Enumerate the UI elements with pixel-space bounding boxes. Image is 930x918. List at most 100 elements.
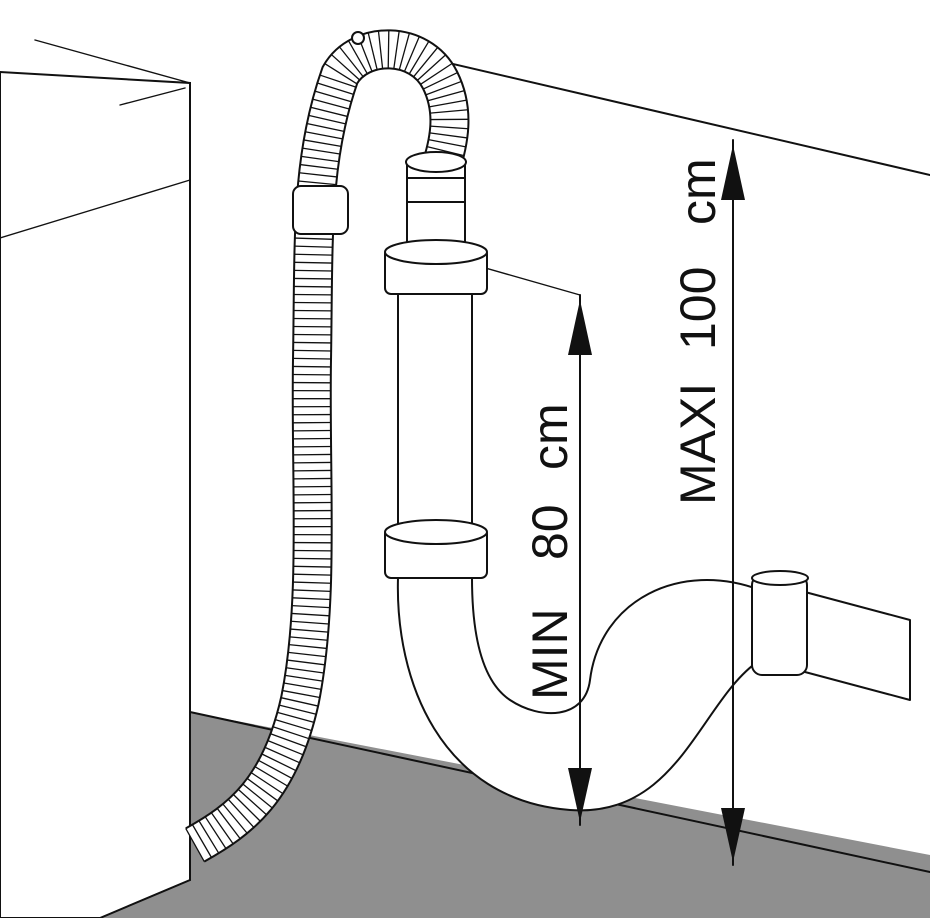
hose-rib	[283, 682, 322, 690]
hose-rib	[429, 132, 468, 139]
hose-rib	[294, 269, 333, 272]
standpipe	[384, 151, 911, 812]
hose-rib	[290, 620, 329, 625]
hose-rib	[293, 573, 332, 576]
hose-rib	[216, 808, 241, 840]
hose-rib	[227, 798, 255, 828]
hose-rib	[330, 54, 361, 81]
hose-rib	[427, 90, 465, 102]
hose-rib	[242, 783, 273, 809]
hose-rib	[347, 40, 368, 75]
hose-rib	[292, 589, 331, 593]
hose-rib	[302, 147, 341, 155]
hose-rib	[293, 557, 332, 560]
hose-rib	[289, 636, 328, 641]
hose-rib	[301, 155, 339, 163]
hose-rib	[261, 753, 297, 772]
hose-rib	[317, 82, 354, 96]
max-value: 100	[670, 267, 726, 350]
hose-rib	[210, 812, 234, 845]
hose-rib	[284, 674, 323, 682]
hose-rib	[367, 32, 378, 70]
hose-rib	[254, 766, 289, 787]
hose-rib	[430, 109, 469, 114]
hose-rib	[377, 30, 384, 69]
hose-rib	[403, 36, 420, 72]
min-height-dimension	[568, 294, 592, 826]
hose-rib	[270, 733, 307, 748]
hose-rib	[198, 820, 220, 854]
min-value: 80	[522, 504, 578, 560]
hose-rib	[299, 172, 337, 178]
hose-rib	[291, 612, 330, 617]
hose-rib	[292, 581, 331, 584]
min-unit: cm	[522, 403, 578, 470]
hose-rib	[290, 628, 329, 633]
hose-rib	[298, 180, 337, 186]
hose-rib	[258, 759, 293, 780]
hose-rib	[310, 106, 348, 118]
hose-rib	[319, 74, 357, 88]
hose-rib	[264, 746, 301, 764]
hose-rib	[413, 47, 439, 78]
hose-rib	[286, 667, 324, 674]
hose-rib	[293, 565, 332, 568]
washing-machine	[0, 39, 191, 918]
hose-rib	[191, 824, 213, 858]
hose-rib	[398, 32, 411, 70]
hose-rib	[306, 122, 345, 132]
hose-rib	[408, 40, 430, 75]
hose-rib	[324, 63, 358, 85]
hose-rib	[293, 349, 332, 352]
hose-rib	[422, 71, 458, 90]
hose-rib	[312, 98, 350, 110]
max-label: MAXI	[670, 383, 726, 505]
hose-rib	[429, 99, 467, 108]
hose-rib	[294, 237, 333, 240]
min-label: MIN	[522, 608, 578, 700]
hose-rib	[185, 828, 205, 862]
hose-rib	[246, 777, 279, 802]
drain-hose	[185, 29, 470, 863]
hose-rib	[291, 604, 330, 609]
hose-rib	[275, 718, 312, 732]
hose-rib	[314, 90, 352, 103]
hose-rib	[420, 62, 453, 85]
hose-rib	[250, 772, 284, 795]
hose-rib	[305, 131, 343, 140]
hose-rib	[430, 125, 469, 130]
hose-rib	[288, 651, 326, 658]
max-unit: cm	[670, 158, 726, 225]
hose-rib	[294, 261, 333, 264]
hose-rib	[293, 277, 332, 280]
hose-rib	[303, 139, 342, 148]
hose-rib	[279, 704, 317, 715]
hose-rib	[428, 139, 466, 148]
hose-rib	[277, 711, 315, 724]
hose-rib	[387, 30, 390, 69]
hose-rib	[204, 816, 227, 850]
hose-rib	[293, 357, 332, 360]
max-height-dimension	[721, 139, 745, 866]
hose-rib	[288, 643, 327, 650]
hose-rib	[393, 31, 400, 69]
hose-clip	[292, 185, 349, 235]
hose-rib	[300, 163, 338, 170]
hose-rib	[416, 54, 447, 81]
hose-rib	[425, 80, 462, 96]
hose-rib	[222, 803, 248, 834]
hose-rib	[294, 245, 333, 248]
hose-rib	[308, 114, 346, 125]
hose-rib	[272, 726, 310, 740]
hose-rib	[294, 253, 333, 256]
hose-rib	[280, 697, 319, 707]
hose-rib	[232, 794, 261, 822]
hose-rib	[237, 788, 267, 816]
hose-rib	[267, 740, 304, 756]
hose-rib	[287, 659, 326, 666]
hose-rib	[338, 46, 364, 78]
hose-rib	[282, 689, 320, 699]
wall-hook	[351, 31, 365, 45]
hose-rib	[292, 597, 331, 601]
